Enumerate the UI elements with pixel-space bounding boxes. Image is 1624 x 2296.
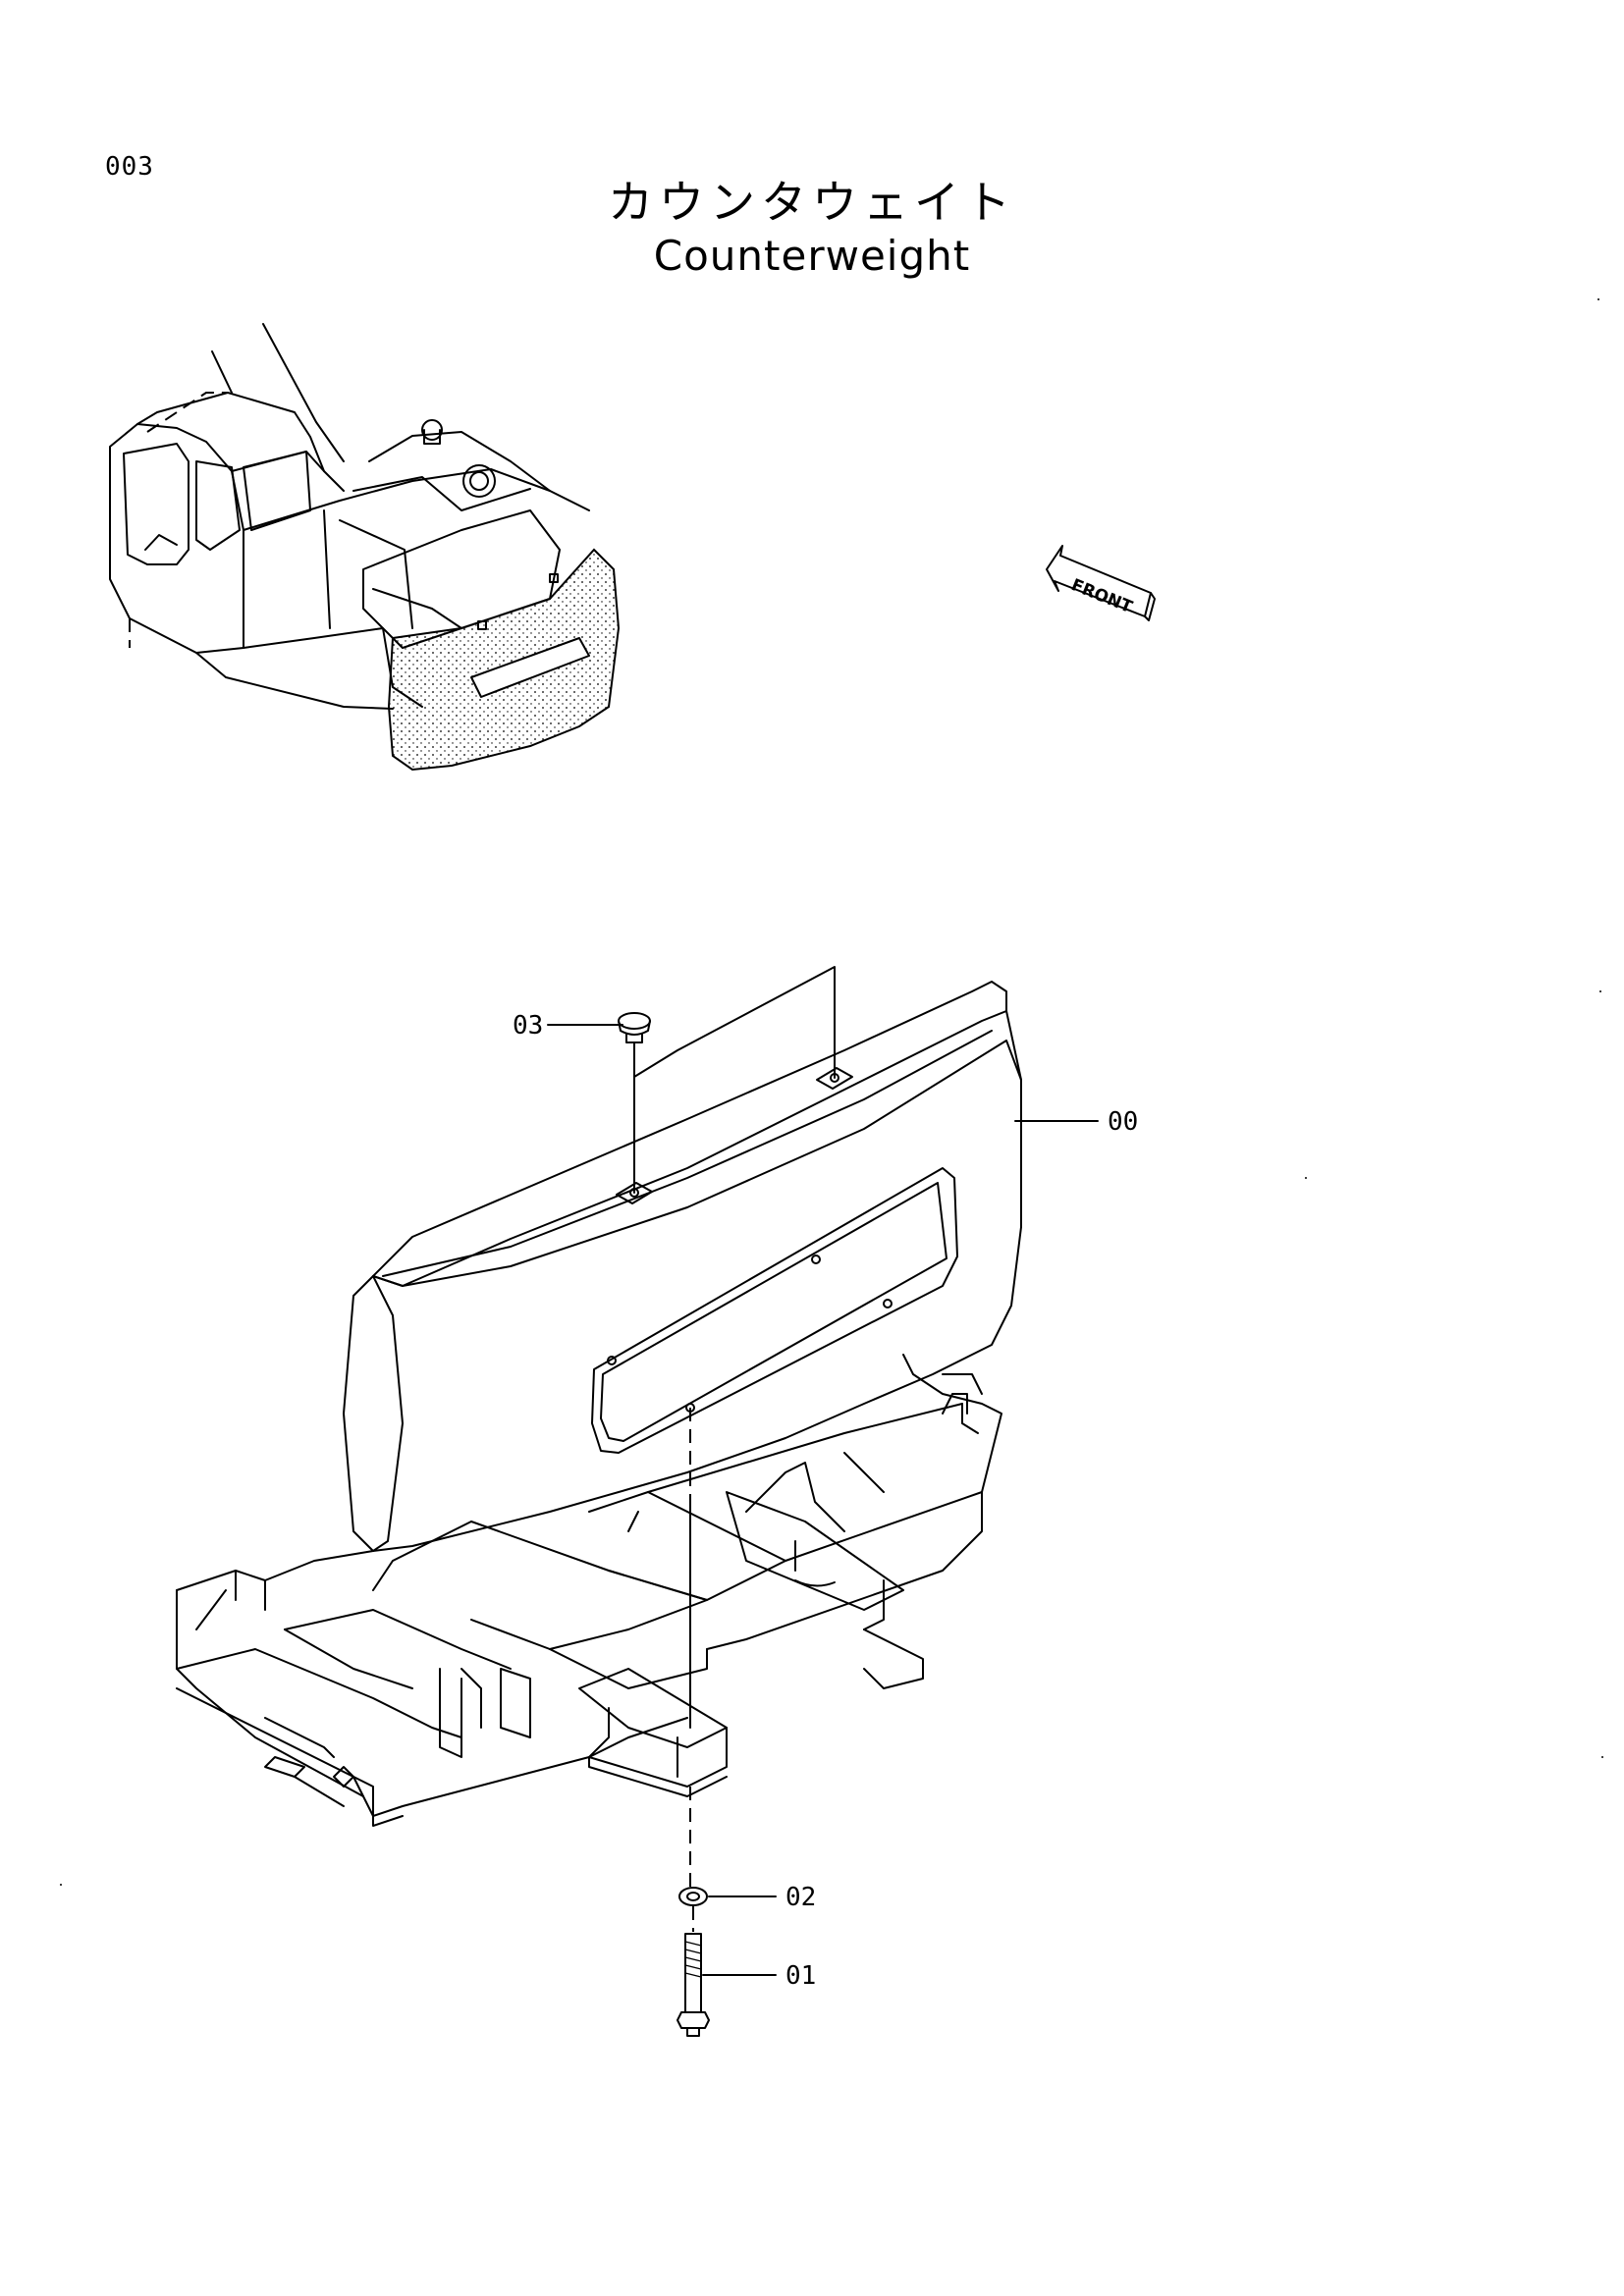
title-japanese: カウンタウェイト	[608, 176, 1016, 229]
bolt-part-01	[677, 1906, 710, 2037]
callout-03: 03	[513, 1011, 544, 1041]
title-english: Counterweight	[653, 232, 971, 280]
page-number: 003	[105, 152, 154, 182]
callout-01: 01	[785, 1961, 817, 1991]
callout-00: 00	[1108, 1107, 1139, 1137]
upperstructure-frame	[176, 1354, 1002, 1827]
callout-02: 02	[785, 1883, 817, 1912]
washer-part-02	[678, 1887, 708, 1906]
counterweight-part-00	[343, 981, 1022, 1552]
excavator-overview	[109, 323, 621, 772]
plug-part-03	[618, 1012, 651, 1125]
front-arrow-icon: FRONT	[1046, 545, 1156, 621]
